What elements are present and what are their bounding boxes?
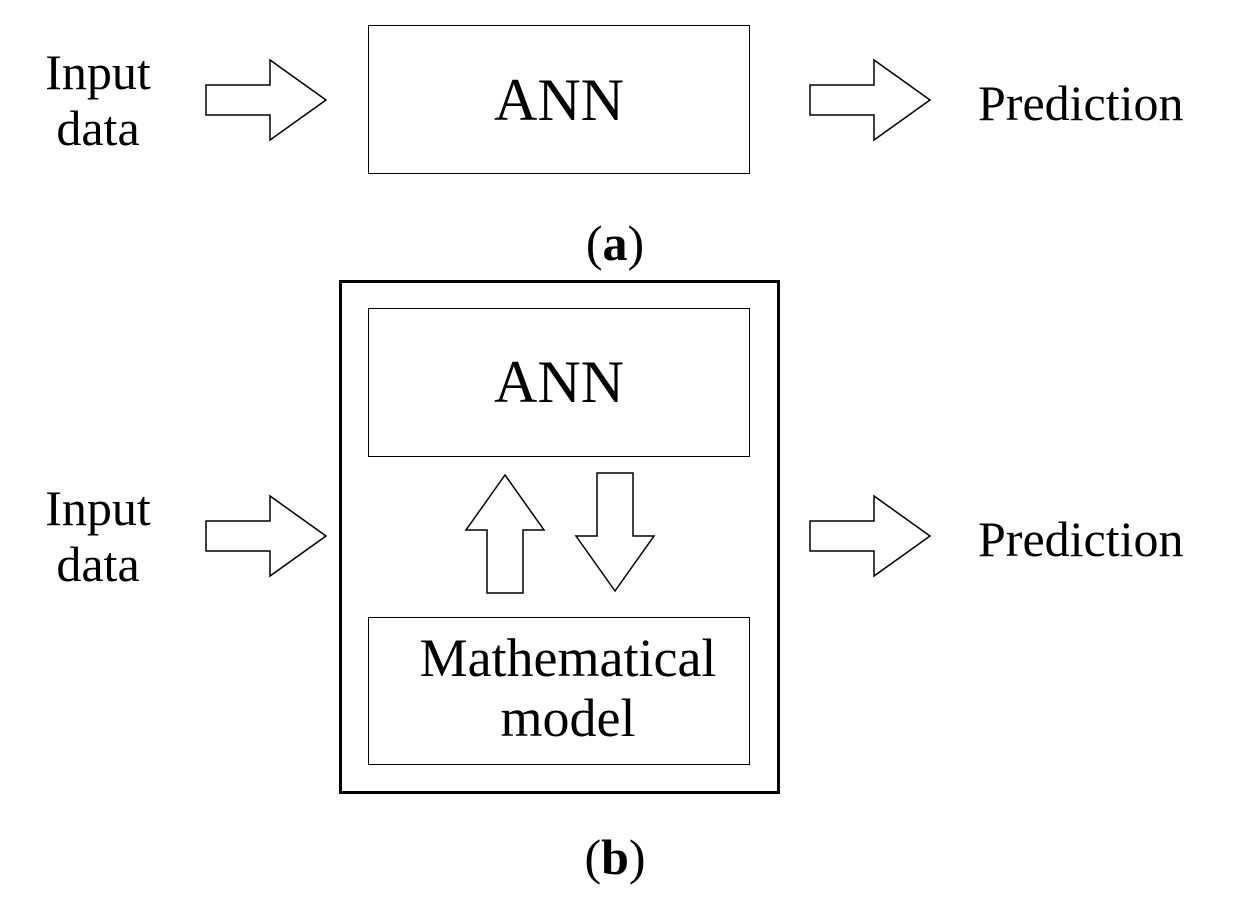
panel-b-caption-letter: b [601, 829, 629, 885]
panel-b-math-line2: model [500, 688, 636, 748]
panel-b-caption-open: ( [584, 829, 602, 885]
panel-a-caption-open: ( [585, 215, 603, 271]
panel-b-math-model-label: Mathematical model [368, 628, 768, 748]
panel-a-input-line1: Input [45, 44, 151, 100]
panel-b-input-label: Input data [28, 480, 168, 592]
panel-b-math-line1: Mathematical [419, 628, 717, 688]
panel-b-ann-box [368, 308, 750, 457]
panel-a-caption: (a) [560, 218, 670, 268]
panel-a-ann-label: ANN [494, 67, 624, 133]
panel-a-caption-close: ) [627, 215, 645, 271]
panel-a-input-arrow-icon [205, 58, 328, 142]
panel-b-math-model-box [368, 617, 750, 765]
panel-b-up-arrow-icon [464, 473, 546, 594]
panel-a-input-label: Input data [28, 44, 168, 156]
panel-b-down-arrow-icon [574, 472, 656, 593]
panel-b-input-line1: Input [45, 480, 151, 536]
panel-b-output-arrow-icon [809, 494, 932, 578]
panel-b-caption: (b) [560, 832, 670, 882]
panel-a-output-arrow-icon [809, 58, 932, 142]
panel-a-ann-box [368, 25, 750, 174]
panel-b-caption-close: ) [628, 829, 646, 885]
panel-a-caption-letter: a [602, 215, 628, 271]
panel-a-output-label: Prediction [978, 75, 1184, 131]
panel-b-input-arrow-icon [205, 494, 328, 578]
panel-a-input-line2: data [56, 100, 140, 156]
panel-b-output-label: Prediction [978, 511, 1184, 567]
panel-b-ann-label: ANN [494, 349, 624, 415]
panel-b-input-line2: data [56, 536, 140, 592]
